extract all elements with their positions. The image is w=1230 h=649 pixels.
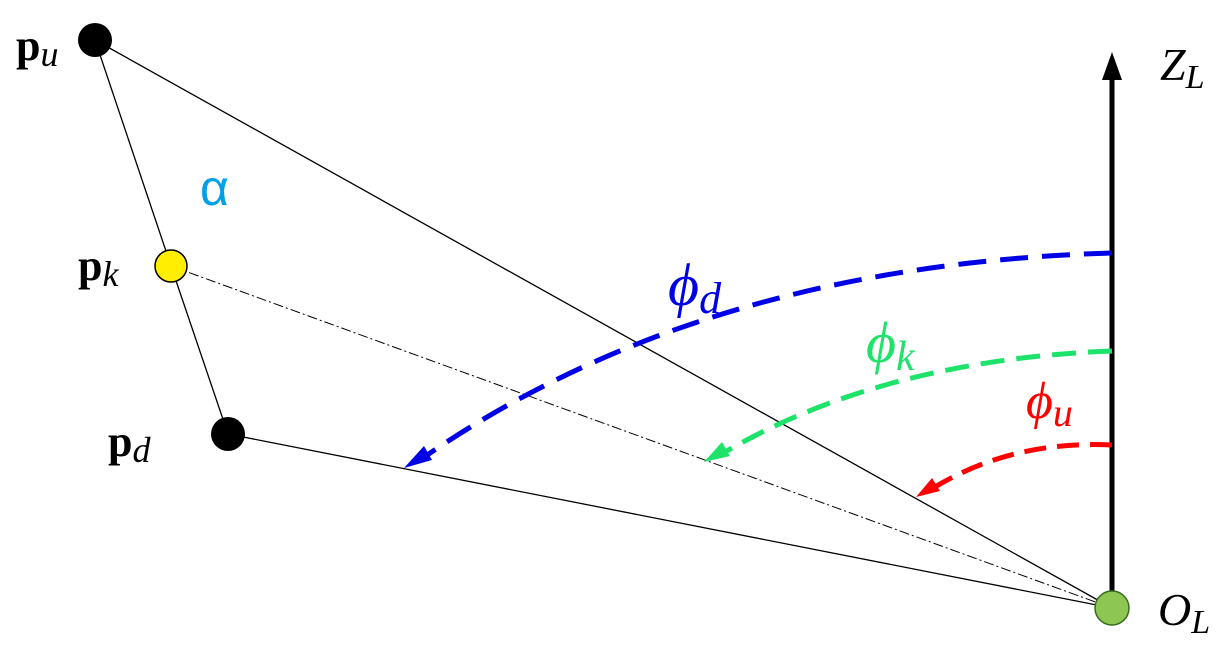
- label-pd: pd: [108, 417, 151, 470]
- phi-d-arc: [418, 250, 1113, 463]
- phi-u-arc: [928, 442, 1113, 493]
- label-z-axis: ZL: [1160, 39, 1205, 96]
- ray-origin-pd: [227, 433, 1113, 609]
- ray-origin-pu: [94, 39, 1113, 609]
- label-phi-d: ϕd: [668, 252, 722, 323]
- phi-k-arrowhead: [704, 442, 730, 462]
- label-pu: pu: [16, 21, 58, 74]
- label-phi-k: ϕk: [866, 310, 916, 380]
- label-pk: pk: [78, 241, 119, 294]
- label-origin: OL: [1158, 584, 1210, 641]
- edge-pu-pk: [94, 39, 172, 267]
- point-origin: [1094, 590, 1130, 626]
- point-pu: [78, 23, 112, 57]
- edge-pk-pd: [170, 265, 229, 435]
- ray-origin-pk: [170, 265, 1113, 609]
- phi-d-arrowhead: [404, 446, 432, 468]
- point-pk: [154, 249, 188, 283]
- label-phi-u: ϕu: [1026, 373, 1073, 435]
- label-plane-alpha: α: [200, 160, 229, 216]
- phi-k-arc: [718, 348, 1113, 458]
- point-pd: [211, 417, 245, 451]
- phi-u-arrowhead: [916, 478, 940, 497]
- z-axis-arrowhead: [1102, 52, 1122, 80]
